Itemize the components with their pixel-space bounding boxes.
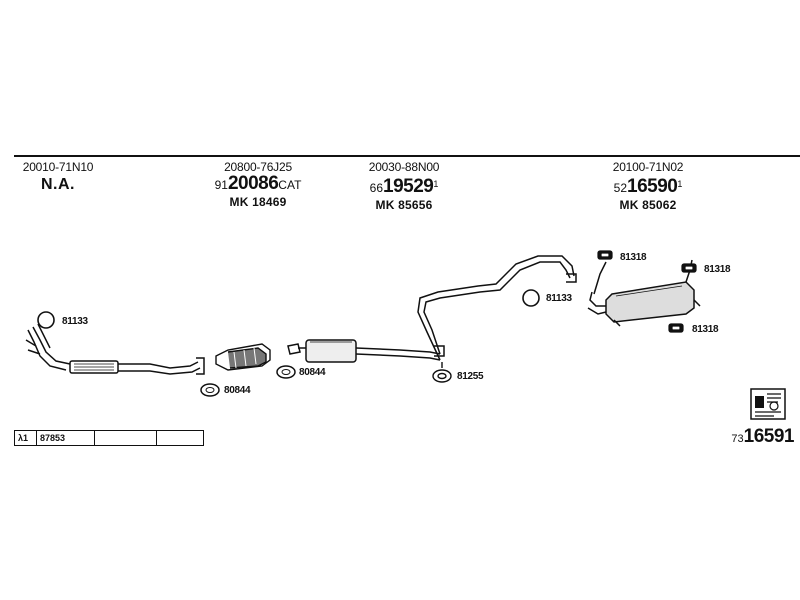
part-number-footnote: 1 xyxy=(433,179,439,189)
lambda-sensor-table: λ1 87853 xyxy=(14,430,204,446)
part-column-front-pipe: 20010-71N10 N.A. xyxy=(23,160,94,196)
oe-number: 20800-76J25 xyxy=(224,160,292,174)
part-number-main: 20086 xyxy=(227,173,279,194)
figure-number-main: 16591 xyxy=(743,426,795,447)
hanger-3-icon xyxy=(668,323,684,333)
mk-number: MK 18469 xyxy=(229,195,287,209)
label-hanger-3: 81318 xyxy=(692,324,719,335)
catalytic-converter-icon xyxy=(215,343,271,371)
lambda-cell-4 xyxy=(157,431,203,445)
part-number-main: 16590 xyxy=(627,176,678,197)
clamp-icon xyxy=(432,362,452,383)
part-number: 9120086CAT xyxy=(215,174,302,195)
part-column-catalytic-converter: 20800-76J25 9120086CAT MK 18469 xyxy=(215,160,302,209)
rear-silencer-icon xyxy=(587,259,701,327)
header-rule xyxy=(14,155,800,157)
mk-number: MK 85062 xyxy=(619,198,677,212)
hanger-1-icon xyxy=(597,250,613,260)
hanger-2-icon xyxy=(681,263,697,273)
gasket-cat-2-icon xyxy=(276,365,296,379)
label-gasket-front: 81133 xyxy=(62,316,88,327)
oe-number: 20030-88N00 xyxy=(368,160,440,174)
part-number-prefix: 52 xyxy=(613,181,627,195)
part-number-prefix: 66 xyxy=(369,181,383,195)
label-hanger-2: 81318 xyxy=(704,264,731,275)
part-number-footnote: 1 xyxy=(677,179,683,189)
lambda-symbol: λ1 xyxy=(15,431,37,445)
part-column-rear-silencer: 20100-71N02 52165901 MK 85062 xyxy=(613,160,684,212)
mk-number: MK 85656 xyxy=(375,198,433,212)
part-number-suffix: CAT xyxy=(278,178,302,192)
part-number-main: 19529 xyxy=(383,176,434,197)
gasket-ring-front-icon xyxy=(37,311,55,329)
lambda-cell-3 xyxy=(95,431,157,445)
not-available-label: N.A. xyxy=(41,176,75,193)
gasket-cat-1-icon xyxy=(200,383,220,397)
part-number: 52165901 xyxy=(613,174,684,198)
figure-number: 7316591 xyxy=(731,426,794,448)
part-number-prefix: 91 xyxy=(214,178,228,192)
figure-number-prefix: 73 xyxy=(731,433,744,445)
middle-silencer-icon xyxy=(287,255,577,363)
part-column-middle-silencer: 20030-88N00 66195291 MK 85656 xyxy=(369,160,440,212)
gasket-ring-rear-icon xyxy=(522,289,540,307)
label-clamp: 81255 xyxy=(457,371,484,382)
catalog-reference-icon xyxy=(750,388,786,420)
label-gasket-cat-2: 80844 xyxy=(299,367,326,378)
part-number: 66195291 xyxy=(369,174,440,198)
front-pipe-icon xyxy=(25,323,205,375)
label-gasket-cat-1: 80844 xyxy=(224,385,251,396)
label-hanger-1: 81318 xyxy=(620,252,647,263)
lambda-value: 87853 xyxy=(37,431,95,445)
oe-number: 20010-71N10 xyxy=(22,160,94,174)
oe-number: 20100-71N02 xyxy=(612,160,684,174)
label-gasket-rear: 81133 xyxy=(546,293,572,304)
